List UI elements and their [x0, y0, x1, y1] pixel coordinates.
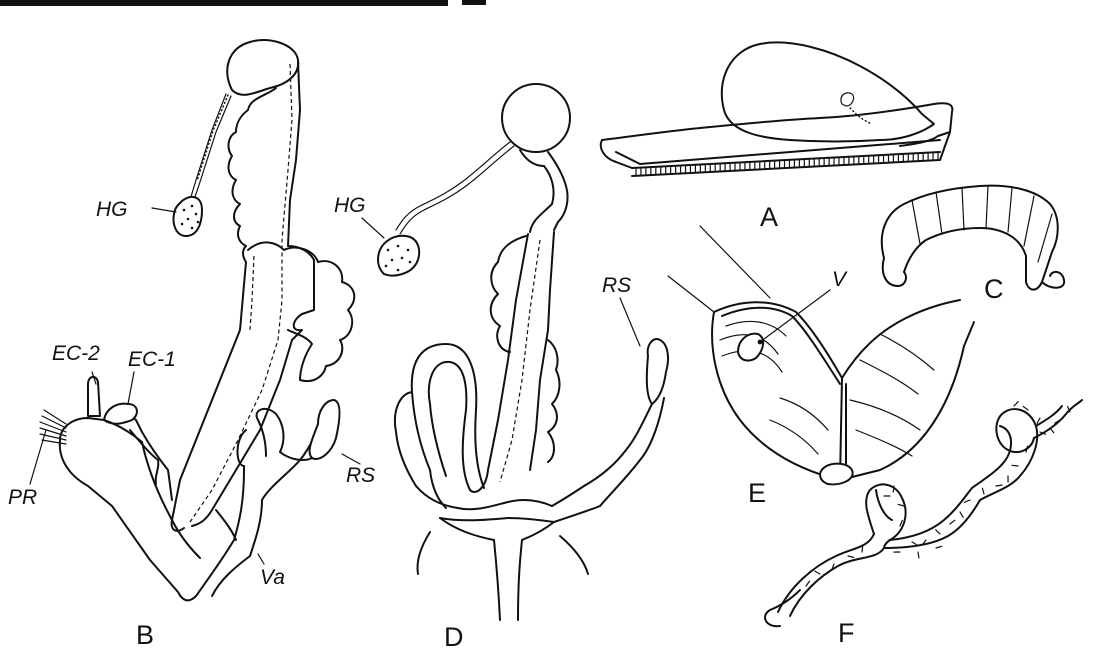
hermaphrodite-gland-b — [174, 197, 203, 236]
top-border-tab — [462, 0, 486, 5]
label-va: Va — [260, 566, 285, 589]
label-hg-b: HG — [96, 198, 128, 221]
label-ec2: EC-2 — [52, 342, 100, 365]
panel-label-a: A — [760, 202, 778, 232]
drawing-b-reproductive-system — [30, 40, 360, 600]
receptaculum-seminis-d — [647, 339, 668, 404]
receptaculum-seminis-b — [310, 400, 340, 459]
vestige-v-marker — [738, 334, 763, 361]
label-hg-d: HG — [334, 194, 366, 217]
label-v: V — [832, 268, 848, 291]
panel-label-c: C — [984, 274, 1004, 304]
label-rs-d: RS — [602, 274, 631, 297]
panel-label-d: D — [444, 622, 464, 652]
label-pr: PR — [8, 486, 37, 509]
label-ec1: EC-1 — [128, 348, 176, 371]
drawing-c-segmented-body — [882, 186, 1064, 290]
label-rs-b: RS — [346, 464, 375, 487]
top-border-bar — [0, 0, 448, 6]
drawing-f-spiny-organ — [765, 400, 1082, 626]
panel-label-f: F — [838, 618, 855, 648]
spermatheca-head-b — [227, 40, 298, 95]
mantle-shield-a — [722, 42, 934, 141]
panel-label-b: B — [136, 620, 154, 650]
foot-fringe-a — [636, 152, 938, 176]
epiphallus-ec2 — [88, 377, 100, 416]
drawing-e-shell — [668, 226, 974, 484]
drawing-a-slug-body — [601, 42, 953, 176]
panel-label-e: E — [748, 478, 766, 508]
spermatheca-head-d — [502, 84, 570, 152]
